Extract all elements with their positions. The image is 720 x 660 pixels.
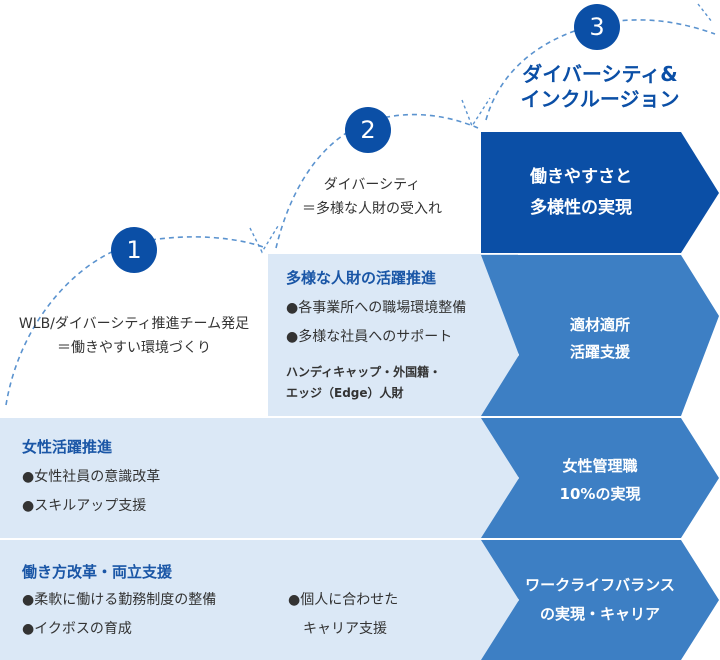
diversity-note-line1: ハンディキャップ・外国籍・ [286,365,442,379]
step1-caption-line2: ＝働きやすい環境づくり [57,340,211,356]
work-title: 働き方改革・両立支援 [22,563,173,581]
arrow-top-line2: 多様性の実現 [530,198,632,218]
step-circle-3 [574,4,620,50]
step2-caption-line1: ダイバーシティ [323,177,421,193]
step-circle-2 [345,107,391,153]
step2-caption-line2: ＝多様な人財の受入れ [302,201,442,217]
step1-caption-line1: WLB/ダイバーシティ推進チーム発足 [18,316,250,332]
step3-caption-line1: ダイバーシティ& [522,62,678,86]
junction-mark-1 [249,225,279,254]
diversity-item-1: ●各事業所への職場環境整備 [286,300,467,316]
work-item-1: ●柔軟に働ける勤務制度の整備 [22,592,217,608]
band-women [0,418,518,538]
junction-mark-2 [461,97,491,128]
work-item-3-line2: キャリア支援 [303,621,387,637]
work-item-2: ●イクボスの育成 [22,621,132,637]
diversity-title: 多様な人財の活躍推進 [286,269,437,287]
women-title: 女性活躍推進 [22,438,113,456]
work-item-3-line1: ●個人に合わせた [288,592,399,608]
band-work [0,540,518,660]
step-number-3: 3 [589,13,605,41]
arrow-diversity [481,255,719,416]
step-number-1: 1 [126,236,142,264]
arrow-diversity-line1: 適材適所 [569,316,630,334]
band-diversity [268,254,518,416]
arrow-work [481,540,719,660]
arrow-work-line1: ワークライフバランス [525,576,675,594]
arrow-end-mark [697,3,713,23]
arrow-work-line2: の実現・キャリア [539,605,660,623]
step3-caption-line2: インクルージョン [520,87,680,111]
arrow-top-line1: 働きやすさと [530,167,632,187]
step-number-2: 2 [360,116,376,144]
women-item-2: ●スキルアップ支援 [22,498,147,514]
arrow-women-line2: 10%の実現 [559,485,641,503]
diversity-item-2: ●多様な社員へのサポート [286,329,453,345]
arrow-women-line1: 女性管理職 [562,457,638,475]
arrow-diversity-line2: 活躍支援 [569,343,630,361]
step-circle-1 [111,227,157,273]
women-item-1: ●女性社員の意識改革 [22,469,161,485]
arrow-top [481,132,719,253]
diversity-note-line2: エッジ（Edge）人財 [286,386,404,400]
arrow-women [481,418,719,538]
